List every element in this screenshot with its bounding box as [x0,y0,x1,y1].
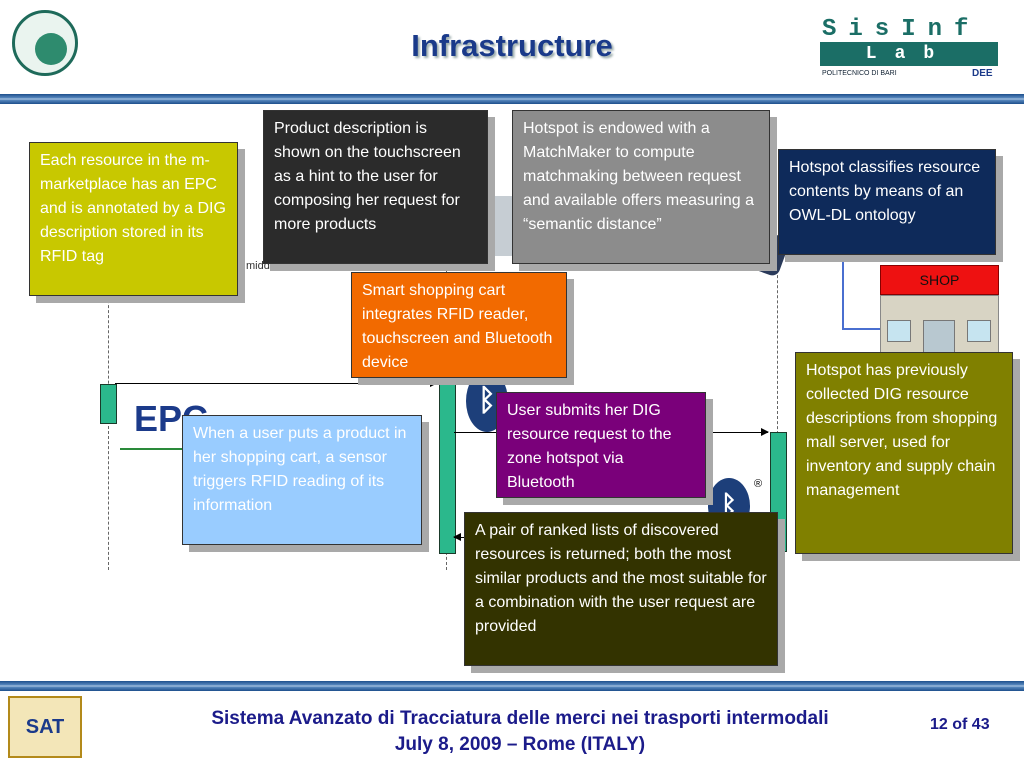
rfid-read-arrow [115,379,438,387]
sisinf-logo-bar: Lab [820,42,998,66]
lifeline-resource [108,290,109,570]
shop-window-icon [967,320,991,342]
bluetooth-registered-mark: ® [512,372,521,384]
note-ranked-lists: A pair of ranked lists of discovered res… [464,512,778,666]
note-sensor-trigger: When a user puts a product in her shoppi… [182,415,422,545]
response-arrow [453,533,464,541]
page-title: Infrastructure [411,28,613,63]
shop-window-icon [887,320,911,342]
shop-building-icon [880,295,999,358]
shop-connector-vertical [842,196,844,330]
bluetooth-registered-mark: ® [754,478,763,490]
note-resource-epc: Each resource in the m-marketplace has a… [29,142,238,296]
shop-connector-horizontal [842,328,882,330]
university-seal-logo [12,10,78,76]
resource-activation-bar [100,384,117,424]
sisinf-logo-top: SisInf [822,16,981,43]
shop-sign: SHOP [880,265,999,295]
note-smart-cart: Smart shopping cart integrates RFID read… [351,272,567,378]
footer-title: Sistema Avanzato di Tracciatura delle me… [110,706,930,758]
politecnico-label: POLITECNICO DI BARI [822,70,897,77]
note-hotspot-classifies: Hotspot classifies resource contents by … [778,149,996,255]
header-divider [0,94,1024,104]
sat-logo: SAT [8,696,82,758]
dee-logo: DEE [972,68,993,79]
footer-divider [0,681,1024,691]
page-number: 12 of 43 [930,716,990,733]
note-product-description: Product description is shown on the touc… [263,110,488,264]
footer-line-1: Sistema Avanzato di Tracciatura delle me… [211,708,829,729]
note-user-submits: User submits her DIG resource request to… [496,392,706,498]
footer-line-2: July 8, 2009 – Rome (ITALY) [394,734,646,755]
note-hotspot-matchmaker: Hotspot is endowed with a MatchMaker to … [512,110,770,264]
seal-emblem-icon [35,33,67,65]
cart-activation-bar [439,384,456,554]
lifeline-hotspot [777,250,778,570]
note-hotspot-collected: Hotspot has previously collected DIG res… [795,352,1013,554]
